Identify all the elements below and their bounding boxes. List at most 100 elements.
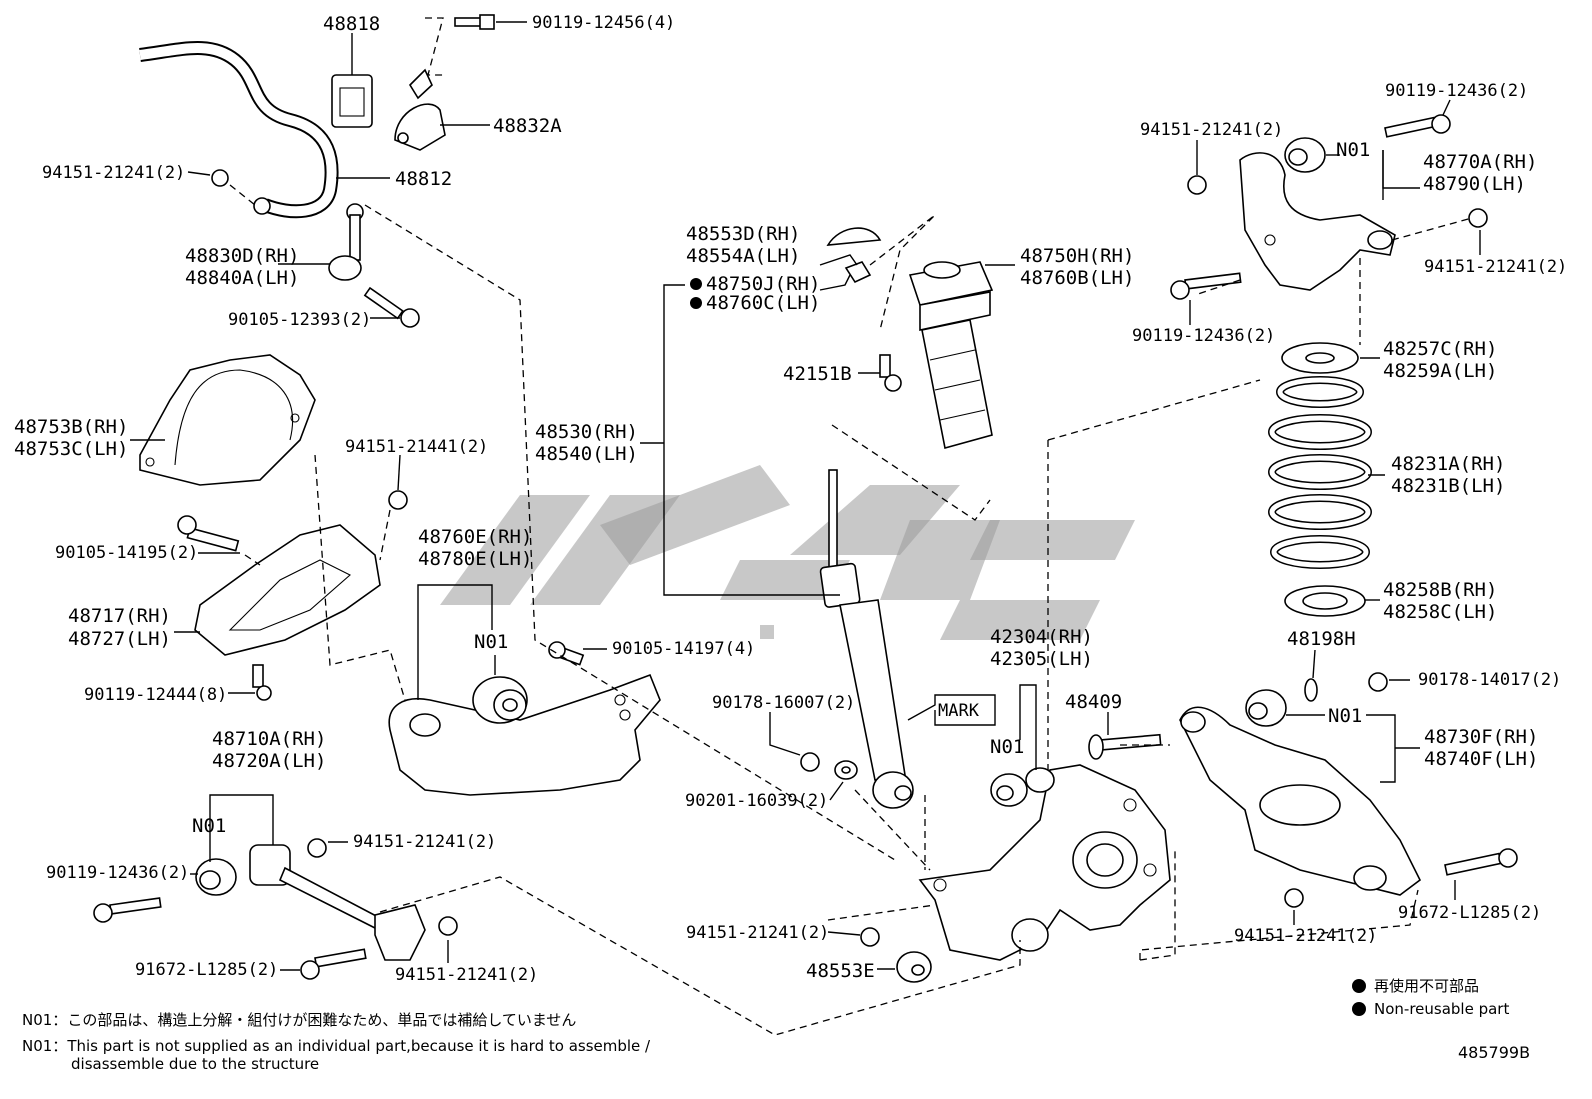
nut-94151-21441[interactable] [388,490,408,510]
label-90178-14017[interactable]: 90178-14017(2) [1418,670,1561,690]
lower-link-arm[interactable] [249,844,426,961]
dust-cover-48553D[interactable] [826,227,882,246]
label-90119-12436-a[interactable]: 90119-12436(2) [46,863,189,883]
label-48710A[interactable]: 48710A(RH) [212,728,326,750]
label-n01-d[interactable]: N01 [1336,139,1370,161]
bushing-n01-b[interactable] [472,676,528,724]
label-91672-L1285-a[interactable]: 91672-L1285(2) [135,960,278,980]
label-94151-21241-b[interactable]: 94151-21241(2) [353,832,496,852]
washer-48198H[interactable] [1304,678,1318,702]
label-90105-12393[interactable]: 90105-12393(2) [228,310,371,330]
label-94151-21241-extra[interactable]: 94151-21241(2) [1424,257,1567,277]
crossmember-insulator[interactable] [139,354,316,486]
label-42305[interactable]: 42305(LH) [990,648,1093,670]
label-90119-12436-c[interactable]: 90119-12436(2) [1132,326,1275,346]
label-48832A[interactable]: 48832A [493,115,562,137]
label-48258C[interactable]: 48258C(LH) [1383,601,1497,623]
stabilizer-bracket[interactable] [394,68,446,151]
bolt-91672-L1285-b[interactable] [1444,848,1518,876]
label-48554A[interactable]: 48554A(LH) [686,245,800,267]
upper-support-48750H[interactable] [908,261,994,331]
nut-94151-21241-f[interactable] [1468,208,1488,228]
label-48727[interactable]: 48727(LH) [68,628,171,650]
label-90119-12436-b[interactable]: 90119-12436(2) [1385,81,1528,101]
label-48770A[interactable]: 48770A(RH) [1423,151,1537,173]
label-48258B[interactable]: 48258B(RH) [1383,579,1497,601]
label-mark[interactable]: MARK [938,701,980,721]
label-48717[interactable]: 48717(RH) [68,605,171,627]
label-48760E[interactable]: 48760E(RH) [418,526,532,548]
nut-94151-21241-d[interactable] [860,927,880,947]
label-90105-14197[interactable]: 90105-14197(4) [612,639,755,659]
label-94151-21441[interactable]: 94151-21441(2) [345,437,488,457]
rear-axle-carrier[interactable] [918,764,1171,961]
label-48540[interactable]: 48540(LH) [535,443,638,465]
bolt-91672-L1285-a[interactable] [300,948,367,980]
bolt-90105-14197[interactable] [548,641,585,666]
label-48553D[interactable]: 48553D(RH) [686,223,800,245]
bolt-90105-14195[interactable] [177,515,240,552]
label-48753C[interactable]: 48753C(LH) [14,438,128,460]
label-42151B[interactable]: 42151B [783,363,852,385]
washer-90201-16039[interactable] [834,760,858,780]
label-91672-L1285-b[interactable]: 91672-L1285(2) [1398,903,1541,923]
nut-48750J[interactable] [844,261,872,284]
bolt-90119-12436-c[interactable] [1170,272,1242,300]
label-48760C[interactable]: 48760C(LH) [706,292,820,314]
label-48198H[interactable]: 48198H [1287,628,1356,650]
label-48753B[interactable]: 48753B(RH) [14,416,128,438]
label-48818[interactable]: 48818 [323,13,380,35]
label-48530[interactable]: 48530(RH) [535,421,638,443]
nut-90178-14017[interactable] [1368,672,1388,692]
stabilizer-bushing[interactable] [331,74,373,128]
nut-94151-21241-g[interactable] [1284,888,1304,908]
label-48231A[interactable]: 48231A(RH) [1391,453,1505,475]
bolt-42151B[interactable] [879,354,902,392]
nut-90178-16007[interactable] [800,752,820,772]
label-48409[interactable]: 48409 [1065,691,1122,713]
label-48720A[interactable]: 48720A(LH) [212,750,326,772]
label-48840A[interactable]: 48840A(LH) [185,267,299,289]
label-48257C[interactable]: 48257C(RH) [1383,338,1497,360]
stabilizer-bar[interactable] [139,41,339,219]
label-48750J[interactable]: 48750J(RH) [706,273,820,295]
label-n01-a[interactable]: N01 [192,815,226,837]
nut-94151-21241-e[interactable] [1187,175,1207,195]
label-48231B[interactable]: 48231B(LH) [1391,475,1505,497]
label-48740F[interactable]: 48740F(LH) [1424,748,1538,770]
label-90105-14195[interactable]: 90105-14195(2) [55,543,198,563]
label-48730F[interactable]: 48730F(RH) [1424,726,1538,748]
bolt-90119-12444[interactable] [252,664,272,701]
label-90119-12444[interactable]: 90119-12444(8) [84,685,227,705]
spring-insulator-upper[interactable] [1281,342,1359,374]
label-90201-16039[interactable]: 90201-16039(2) [685,791,828,811]
label-48259A[interactable]: 48259A(LH) [1383,360,1497,382]
label-n01-b[interactable]: N01 [474,631,508,653]
stabilizer-link[interactable] [328,203,364,281]
label-90119-12456[interactable]: 90119-12456(4) [532,13,675,33]
label-48750H[interactable]: 48750H(RH) [1020,245,1134,267]
bracket-48717[interactable] [194,524,381,656]
bolt-90119-12436-a[interactable] [93,897,162,923]
label-42304[interactable]: 42304(RH) [990,626,1093,648]
bushing-n01-d[interactable] [1284,137,1326,173]
label-94151-21241-d[interactable]: 94151-21241(2) [686,923,829,943]
bolt-48409[interactable] [1088,733,1162,760]
nut-94151-21241-b[interactable] [307,838,327,858]
nut-94151-21241-c[interactable] [438,916,458,936]
bolt-90119-12456[interactable] [454,14,495,30]
label-48780E[interactable]: 48780E(LH) [418,548,532,570]
label-94151-21241-e[interactable]: 94151-21241(2) [1234,926,1377,946]
label-90178-16007[interactable]: 90178-16007(2) [712,693,855,713]
label-48812[interactable]: 48812 [395,168,452,190]
label-48760B[interactable]: 48760B(LH) [1020,267,1134,289]
bushing-n01-a[interactable] [195,858,237,896]
bushing-n01-e[interactable] [1245,689,1287,727]
label-94151-21241-c[interactable]: 94151-21241(2) [395,965,538,985]
bolt-90105-12393[interactable] [363,286,420,328]
label-n01-c[interactable]: N01 [990,736,1024,758]
label-94151-21241-f[interactable]: 94151-21241(2) [1140,120,1283,140]
upper-control-arm[interactable] [1239,152,1396,291]
lower-control-arm[interactable] [1179,706,1422,896]
bumper-boot[interactable] [921,319,993,450]
